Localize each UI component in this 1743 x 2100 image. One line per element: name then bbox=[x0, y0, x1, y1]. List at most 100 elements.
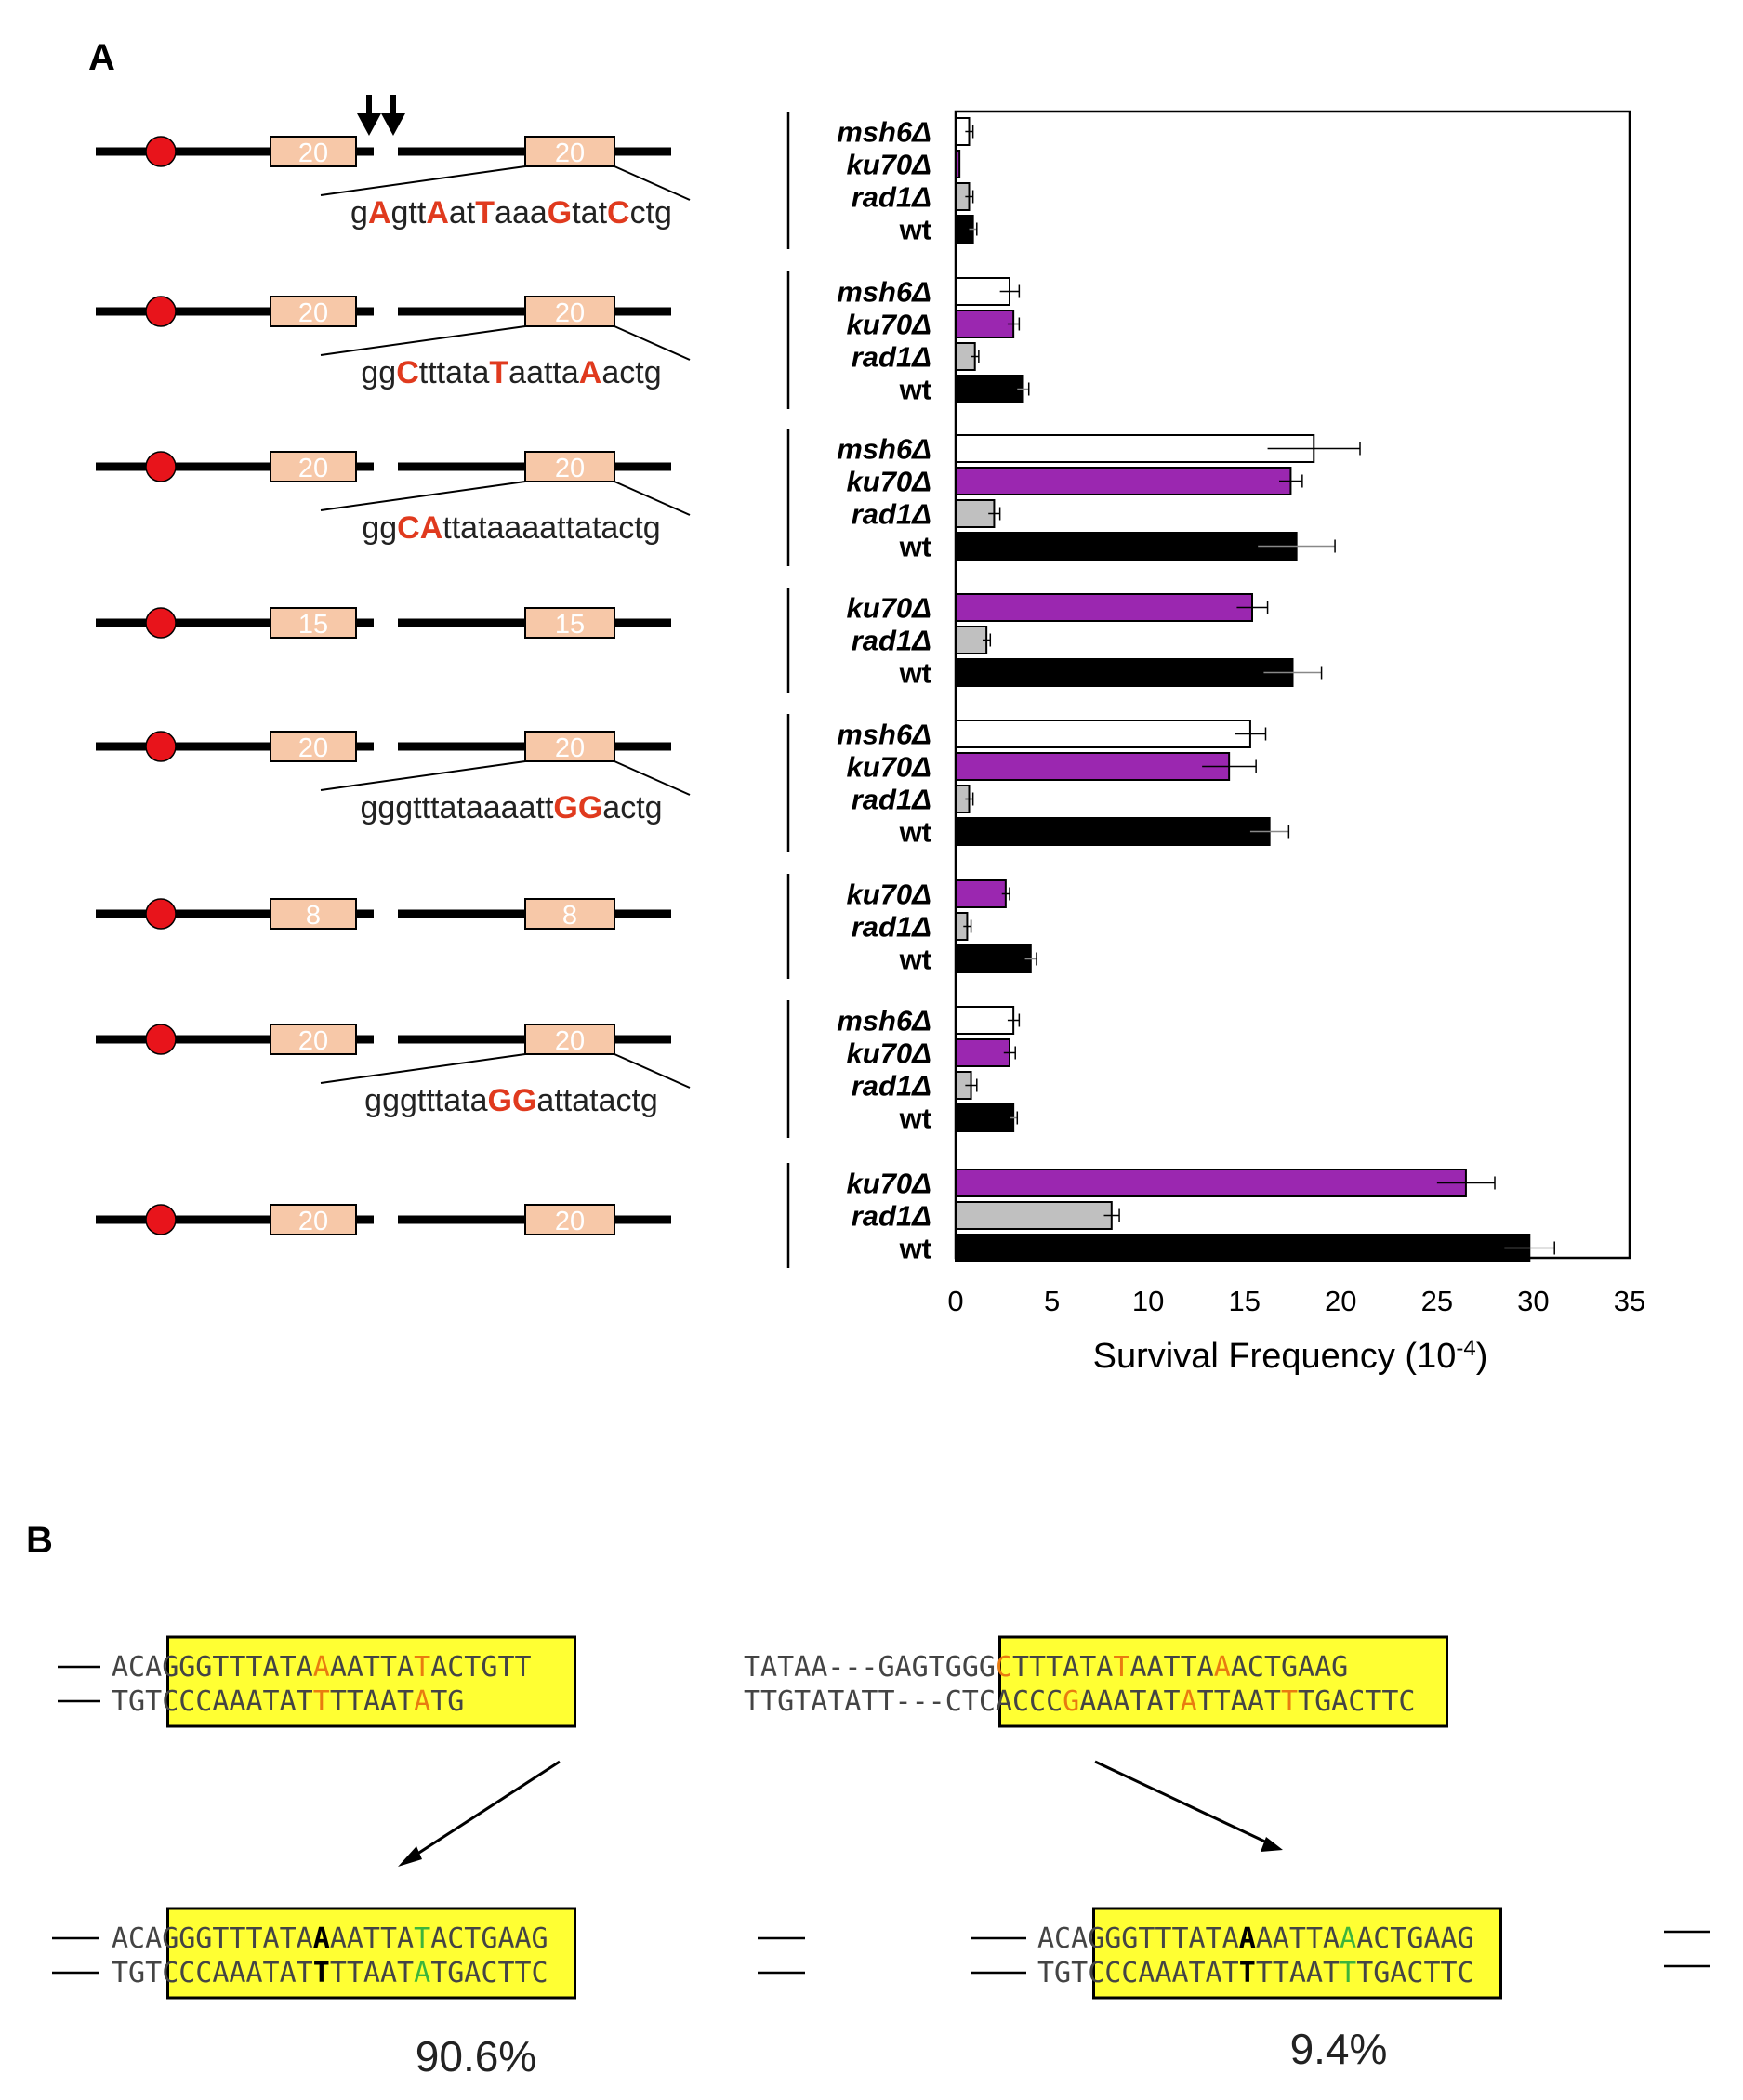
dna-segment: A bbox=[1214, 1651, 1231, 1684]
dna-segment: TGT bbox=[112, 1957, 162, 1989]
microhomology-box bbox=[166, 1907, 576, 2000]
bar-wt bbox=[955, 817, 1271, 846]
x-axis-label: Survival Frequency (10-4) bbox=[1093, 1336, 1488, 1377]
dna-strand: ACAGGGTTTATAAAATTAAACTGAAG bbox=[1037, 1922, 1474, 1955]
strain-label: wt bbox=[899, 1233, 931, 1265]
dna-segment: AAATAT bbox=[212, 1957, 312, 1989]
homology-box-right bbox=[524, 1204, 615, 1235]
x-axis-label-exponent: -4 bbox=[1456, 1336, 1475, 1361]
homology-length-label: 20 bbox=[555, 1026, 585, 1056]
dna-segment: TTTATA bbox=[1138, 1922, 1238, 1955]
strain-label: msh6Δ bbox=[837, 719, 931, 751]
dna-segment: A bbox=[1239, 1922, 1256, 1955]
arrowhead-icon bbox=[398, 1846, 422, 1867]
cut-site-marker bbox=[145, 1024, 177, 1055]
dna-segment: ACTG bbox=[1356, 1922, 1423, 1955]
sequence-segment: C bbox=[396, 355, 419, 390]
dna-segment: T bbox=[1340, 1957, 1356, 1989]
pathway-arrow-left bbox=[408, 1760, 561, 1861]
sequence-segment: T bbox=[489, 355, 508, 390]
dna-segment: GG bbox=[962, 1651, 996, 1684]
bar-ku70 bbox=[955, 150, 961, 178]
microhomology-box bbox=[166, 1635, 576, 1728]
dna-segment: TGT bbox=[1037, 1957, 1088, 1989]
homology-box-right bbox=[524, 607, 615, 639]
x-tick-label: 30 bbox=[1517, 1285, 1549, 1317]
dna-segment: TTAAT bbox=[1197, 1685, 1281, 1718]
strain-label: rad1Δ bbox=[852, 181, 931, 214]
strain-label: rad1Δ bbox=[852, 911, 931, 944]
sequence-segment: tttata bbox=[419, 355, 490, 390]
dna-strand: TATAA---GAGTGGGCTTTATATAATTAAACTGAAG bbox=[744, 1651, 1348, 1684]
strain-label: wt bbox=[899, 214, 931, 246]
strain-label: rad1Δ bbox=[852, 498, 931, 531]
panel-b-sequences: ACAGGGTTTATAAAATTATACTGTTTGTCCCAAATATTTT… bbox=[52, 1635, 1710, 2080]
sequence-segment: gg bbox=[361, 355, 396, 390]
dna-segment: TATAA---GAGTG bbox=[744, 1651, 962, 1684]
sequence-segment: g bbox=[350, 195, 368, 231]
homology-box-left bbox=[270, 296, 357, 327]
bar-wt bbox=[955, 944, 1032, 973]
sequence-block-bottom-right: ACAGGGTTTATAAAATTAAACTGAAGTGTCCCAAATATTT… bbox=[1037, 1907, 1502, 2000]
dna-segment: A bbox=[1340, 1922, 1356, 1955]
bar-wt bbox=[955, 532, 1298, 561]
homology-sequence: gggtttataaaattGGactg bbox=[360, 790, 662, 825]
dna-segment: AATTA bbox=[1129, 1651, 1213, 1684]
strain-label: ku70Δ bbox=[847, 466, 931, 498]
dna-segment: AAG bbox=[497, 1922, 548, 1955]
homology-length-label: 20 bbox=[555, 139, 585, 168]
strain-label: rad1Δ bbox=[852, 341, 931, 374]
dna-segment: AAATAT bbox=[1138, 1957, 1238, 1989]
sequence-segment: at bbox=[449, 195, 476, 231]
survival-frequency-chart: msh6Δku70Δrad1Δwtmsh6Δku70Δrad1Δwtmsh6Δk… bbox=[786, 110, 1645, 1377]
panel-a-label: A bbox=[88, 37, 115, 78]
zoom-line-left bbox=[320, 1053, 526, 1084]
dna-segment: TTC bbox=[1423, 1957, 1473, 1989]
zoom-line-left bbox=[320, 481, 526, 511]
sequence-segment: aaa bbox=[495, 195, 548, 231]
bar-ku70 bbox=[955, 1169, 1467, 1197]
bar-wt bbox=[955, 375, 1024, 403]
strain-label: wt bbox=[899, 374, 931, 406]
dna-segment: TG bbox=[1298, 1685, 1331, 1718]
zoom-line-right bbox=[614, 325, 691, 361]
dna-segment: TTAAT bbox=[1256, 1957, 1340, 1989]
dna-segment: AAATAT bbox=[212, 1685, 312, 1718]
dna-segment: TTTATA bbox=[212, 1922, 312, 1955]
homology-box-left bbox=[270, 607, 357, 639]
homology-box-left bbox=[270, 731, 357, 762]
sequence-segment: actg bbox=[601, 355, 661, 390]
cut-site-marker bbox=[145, 607, 177, 639]
bar-wt bbox=[955, 1103, 1015, 1132]
cut-arrow-icon bbox=[357, 113, 381, 136]
dna-segment: GGG bbox=[162, 1922, 212, 1955]
cut-site-marker bbox=[145, 1204, 177, 1235]
dna-segment: A bbox=[313, 1651, 330, 1684]
cut-site-marker bbox=[145, 136, 177, 167]
strain-label: ku70Δ bbox=[847, 751, 931, 784]
homology-length-label: 15 bbox=[298, 610, 328, 640]
homology-box-left bbox=[270, 1204, 357, 1235]
homology-length-label: 20 bbox=[298, 1026, 328, 1056]
homology-box-right bbox=[524, 731, 615, 762]
x-tick-label: 25 bbox=[1421, 1285, 1453, 1317]
sequence-block-bottom-left: ACAGGGTTTATAAAATTATACTGAAGTGTCCCAAATATTT… bbox=[112, 1907, 576, 2000]
dna-segment: AAATAT bbox=[1079, 1685, 1180, 1718]
homology-sequence: ggCtttataTaattaAactg bbox=[361, 355, 661, 390]
sequence-segment: ctg bbox=[630, 195, 672, 231]
bar-ku70 bbox=[955, 593, 1253, 622]
arrowhead-icon bbox=[1261, 1837, 1283, 1852]
sequence-segment: A bbox=[426, 195, 449, 231]
dna-segment: A bbox=[313, 1922, 330, 1955]
bar-ku70 bbox=[955, 467, 1292, 495]
homology-length-label: 20 bbox=[298, 1207, 328, 1236]
sequence-segment: ttataaaattatactg bbox=[442, 510, 660, 546]
dna-strand: ACAGGGTTTATAAAATTATACTGAAG bbox=[112, 1922, 548, 1955]
homology-box-right bbox=[524, 1024, 615, 1055]
